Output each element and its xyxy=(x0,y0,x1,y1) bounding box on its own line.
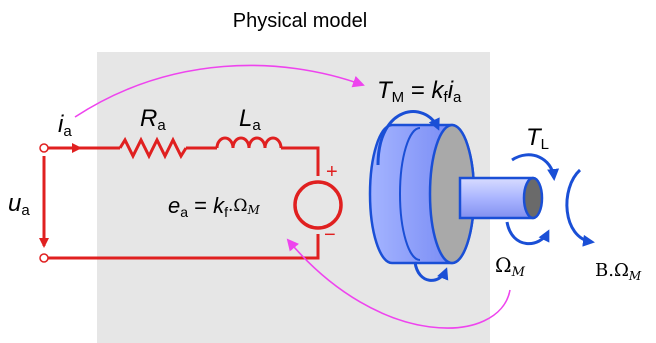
inductor-symbol xyxy=(215,136,283,149)
current-label: ia xyxy=(58,111,72,140)
disk-rotation-arrow-bottom xyxy=(413,261,449,282)
load-torque-label: TL xyxy=(526,124,549,153)
speed-label: ΩM xyxy=(495,253,526,280)
rotor-assembly xyxy=(368,123,544,265)
terminal-top xyxy=(39,143,49,153)
current-to-torque-arrow xyxy=(74,64,365,118)
motor-torque-equation: TM = kfia xyxy=(377,77,462,106)
load-torque-rotation-arrow xyxy=(511,153,560,181)
armature-circuit xyxy=(48,136,343,260)
friction-label: B.ΩM xyxy=(595,260,642,283)
terminal-bottom xyxy=(39,253,49,263)
voltage-label: ua xyxy=(8,190,30,219)
voltage-source-symbol xyxy=(293,180,343,230)
speed-rotation-arrow xyxy=(505,221,550,246)
inductor-label: La xyxy=(239,105,261,134)
shaft-end xyxy=(522,176,544,220)
back-emf-equation: ea = kf.ΩM xyxy=(168,193,261,220)
resistor-symbol xyxy=(118,136,188,160)
resistor-label: Ra xyxy=(140,105,166,134)
speed-to-emf-arrow xyxy=(286,238,511,329)
friction-rotation-arrow xyxy=(565,168,595,247)
motor-torque-rotation-arrow xyxy=(376,110,440,166)
minus-sign: − xyxy=(324,224,336,246)
plus-sign: + xyxy=(326,161,338,183)
diagram-title: Physical model xyxy=(233,10,368,32)
